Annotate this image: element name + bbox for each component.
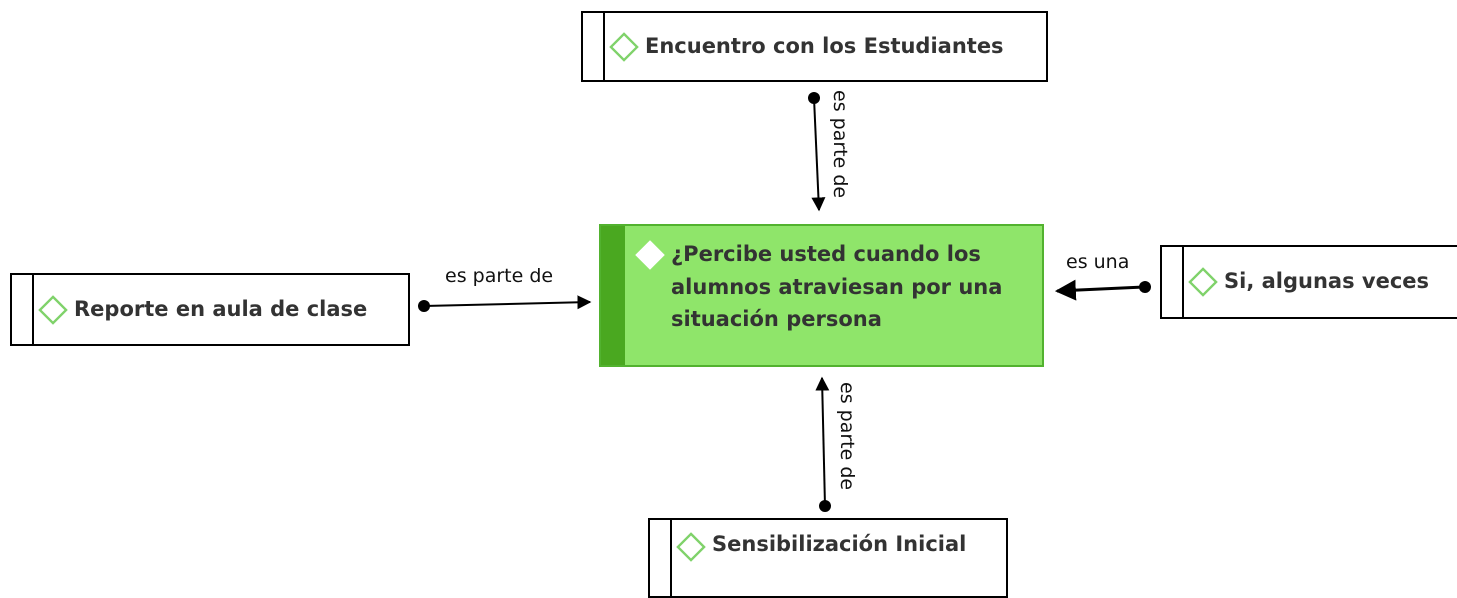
diamond-icon — [38, 294, 68, 325]
node-center-label: ¿Percibe usted cuando los alumnos atravi… — [671, 242, 1003, 332]
edge-line-bottom — [815, 376, 830, 507]
diamond-icon — [635, 240, 665, 270]
node-right[interactable]: Si, algunas veces — [1160, 245, 1457, 319]
edge-label-bottom: es parte de — [836, 382, 858, 490]
node-bottom-label: Sensibilización Inicial — [712, 532, 967, 556]
diamond-icon — [609, 31, 639, 62]
edge-dot-top — [808, 92, 820, 104]
node-top[interactable]: Encuentro con los Estudiantes — [581, 11, 1048, 82]
edge-line-left — [423, 295, 592, 310]
diamond-icon — [676, 532, 706, 562]
node-bar — [1162, 247, 1184, 317]
diamond-icon — [1188, 267, 1218, 297]
edge-label-left: es parte de — [445, 265, 553, 287]
edge-line-right — [1054, 279, 1146, 301]
node-top-label: Encuentro con los Estudiantes — [645, 33, 1004, 58]
edge-dot-bottom — [819, 500, 831, 512]
node-center[interactable]: ¿Percibe usted cuando los alumnos atravi… — [599, 224, 1044, 367]
node-bar — [12, 275, 34, 344]
node-left[interactable]: Reporte en aula de clase — [10, 273, 410, 346]
node-bar — [601, 226, 625, 365]
node-bar — [583, 13, 605, 80]
edge-line-top — [811, 97, 826, 212]
node-left-label: Reporte en aula de clase — [74, 296, 368, 321]
edge-label-right: es una — [1066, 251, 1129, 273]
edge-dot-left — [418, 300, 430, 312]
node-right-label: Si, algunas veces — [1224, 269, 1430, 294]
node-bottom[interactable]: Sensibilización Inicial — [648, 518, 1008, 598]
edge-label-top: es parte de — [829, 90, 851, 198]
edge-dot-right — [1139, 281, 1151, 293]
node-bar — [650, 520, 672, 596]
